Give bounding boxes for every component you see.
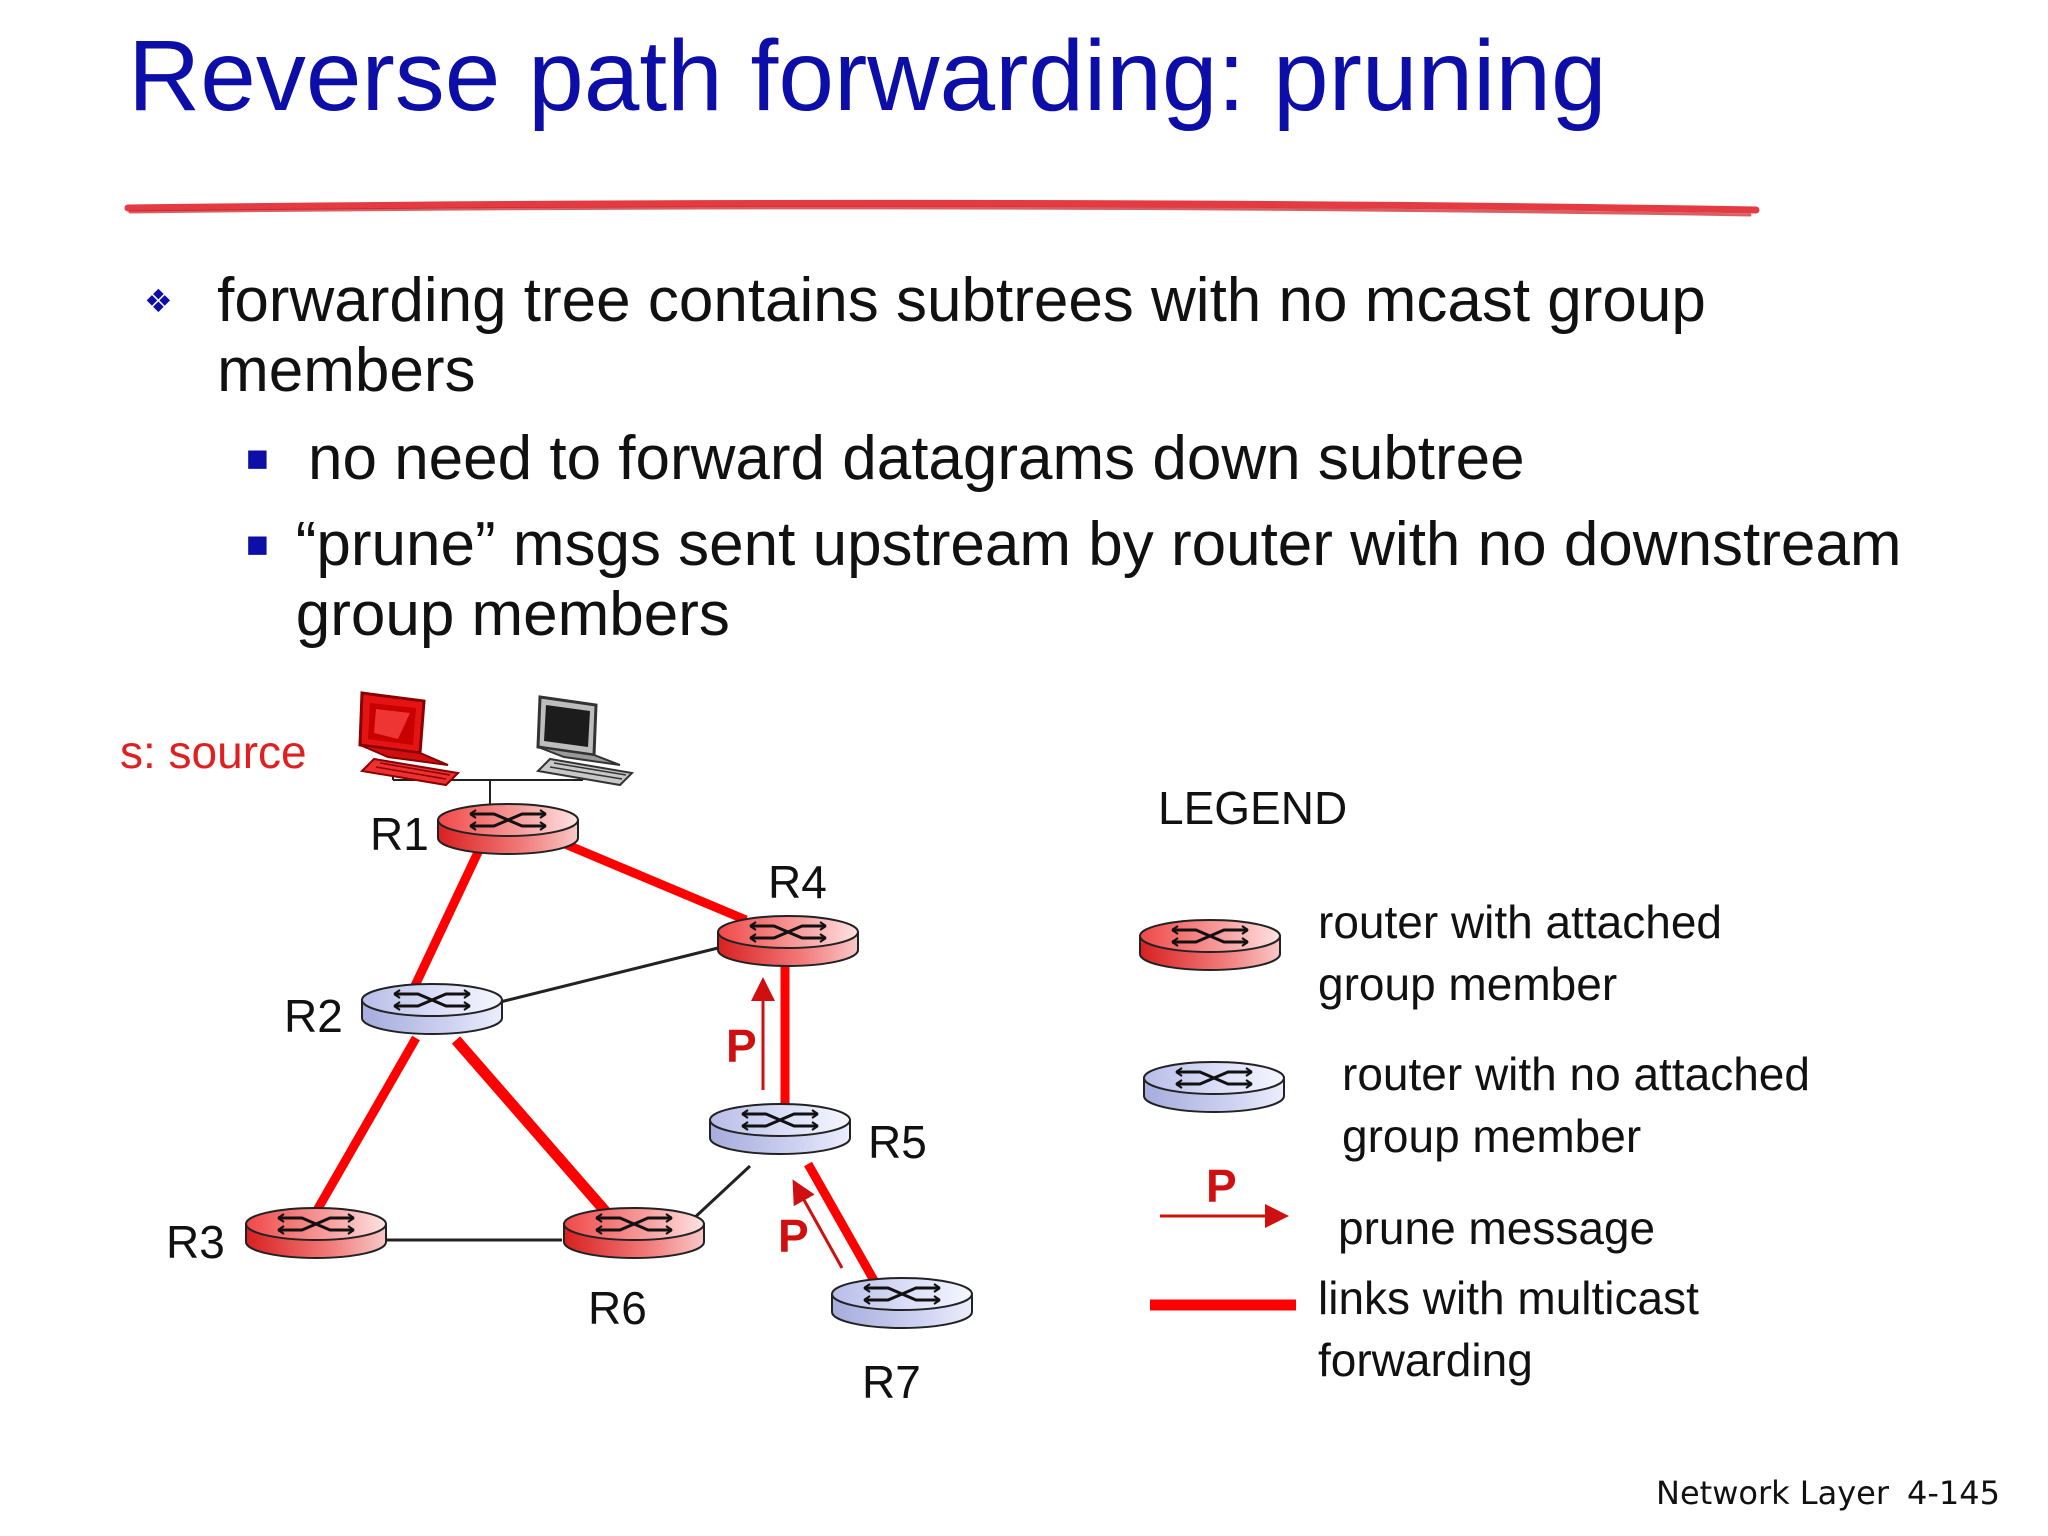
bullet-1: ❖ forwarding tree contains subtrees with… [140,266,1960,406]
legend-line: router with no attached [1342,1048,1810,1100]
legend-member-router-icon [1138,918,1282,972]
legend-line: group member [1318,958,1617,1010]
legend-prune-symbol: P [1206,1160,1237,1212]
router-r3-icon [244,1206,388,1260]
router-label: R1 [370,808,429,860]
router-label: R7 [862,1356,921,1408]
bullet-3: ■ “prune” msgs sent upstream by router w… [246,510,1946,650]
link-r2-r3 [312,1035,420,1215]
diamond-bullet-icon: ❖ [144,283,173,319]
router-label: R5 [868,1116,927,1168]
legend-line: router with attached [1318,896,1722,948]
source-label: s: source [120,726,307,778]
router-r6-icon [562,1206,706,1260]
link-r2-r4 [495,946,719,1005]
router-label: R2 [284,990,343,1042]
computer-icon [535,695,635,787]
legend-line: forwarding [1318,1334,1533,1386]
router-label: R3 [166,1216,225,1268]
footer-section: Network Layer [1656,1474,1890,1512]
router-r7-icon [830,1276,974,1330]
prune-arrow-r7-r5 [792,1179,844,1269]
slide-title: Reverse path forwarding: pruning [128,20,1607,132]
link-r6-r5 [690,1164,752,1222]
legend-multicast-label: links with multicast forwarding [1318,1272,1712,1386]
router-r5-icon [708,1102,852,1156]
prune-label: P [778,1210,809,1262]
link-r1-r4 [563,839,748,925]
router-r4-icon [716,914,860,968]
bullet-text: forwarding tree contains subtrees with n… [217,266,1706,405]
legend-line: links with multicast [1318,1272,1699,1324]
bullet-text: “prune” msgs sent upstream by router wit… [295,510,1902,649]
bullet-text: no need to forward datagrams down subtre… [308,424,1525,493]
footer-page-number: 4-145 [1907,1474,2000,1512]
legend-plain-router-label: router with no attached group member [1342,1048,1823,1162]
router-label: R4 [768,856,827,908]
source-computer-icon [358,691,461,787]
legend: LEGEND router with attached group member… [1138,782,1823,1386]
legend-plain-router-icon [1142,1060,1286,1114]
legend-prune-label: prune message [1338,1202,1655,1254]
red-strike-line [124,199,1760,217]
legend-title: LEGEND [1158,782,1347,834]
bullet-2: ■ no need to forward datagrams down subt… [246,424,1946,494]
link-r5-r7 [804,1161,880,1287]
router-label: R6 [588,1282,647,1334]
router-r1-icon [436,802,580,856]
legend-member-router-label: router with attached group member [1318,896,1735,1010]
prune-label: P [726,1020,757,1072]
legend-line: group member [1342,1110,1641,1162]
link-r2-r6 [451,1036,611,1216]
router-r2-icon [360,982,504,1036]
square-bullet-icon: ■ [246,524,269,566]
slide-footer: Network Layer 4-145 [1656,1474,2000,1512]
link-r1-r2 [407,846,485,994]
square-bullet-icon: ■ [246,438,269,480]
